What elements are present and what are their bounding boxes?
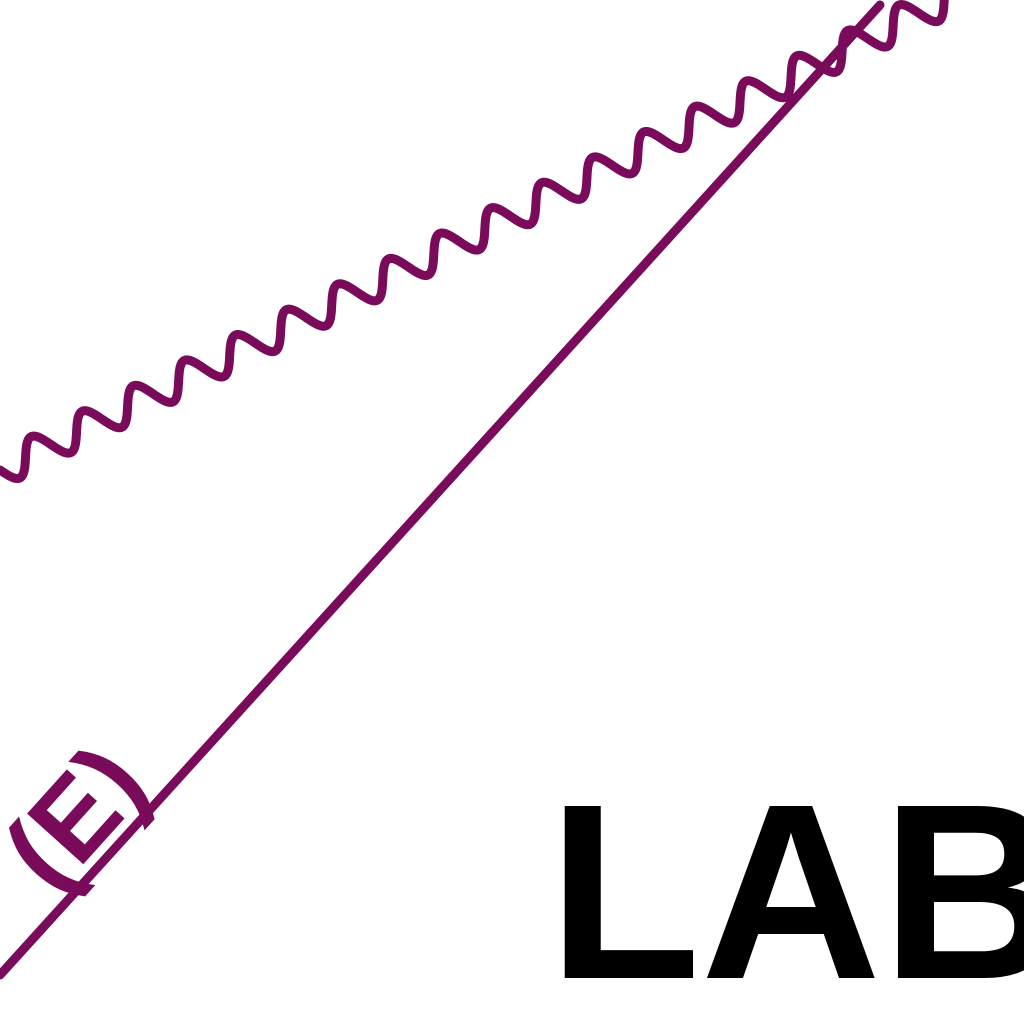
wavy-line — [0, 0, 949, 484]
straight-line — [0, 0, 885, 980]
caption-label: LAB — [548, 752, 1024, 1024]
